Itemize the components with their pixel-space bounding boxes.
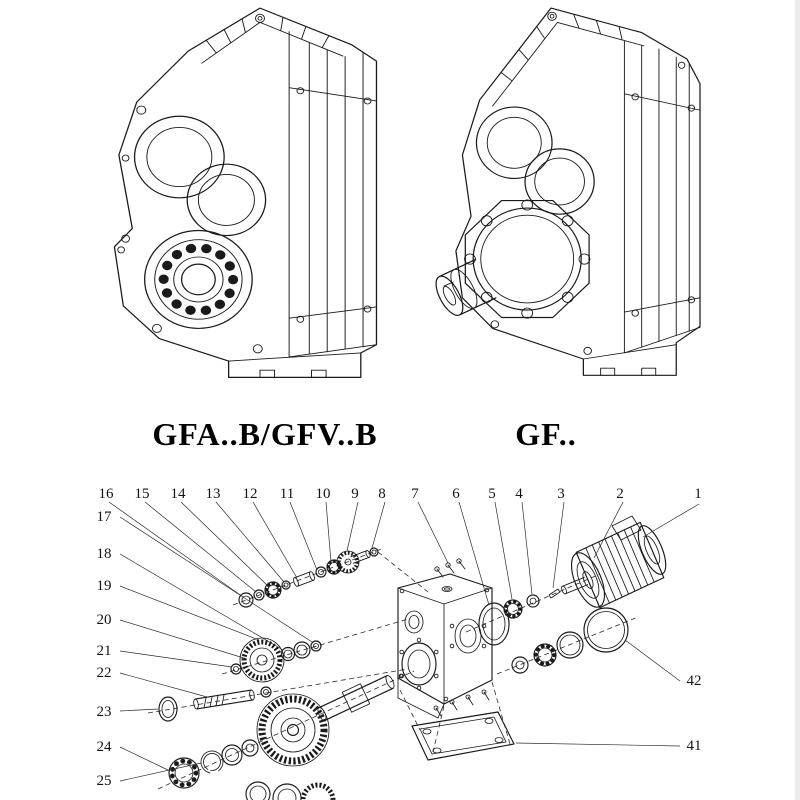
base-feet — [582, 344, 677, 376]
top-ribs — [492, 13, 645, 107]
input-shaft-parts — [238, 547, 379, 608]
corner-bolts — [117, 13, 265, 354]
callout-number: 10 — [316, 486, 331, 502]
input-bores — [475, 106, 595, 215]
callout-number: 3 — [557, 486, 565, 502]
callout-number: 7 — [411, 486, 419, 502]
callout-number: 13 — [206, 486, 221, 502]
page-edge-shadow — [795, 0, 800, 800]
callout-number: 25 — [97, 773, 112, 789]
callout-number: 4 — [515, 486, 523, 502]
pinion-shaft — [158, 686, 272, 722]
callout-number: 41 — [687, 738, 702, 754]
housing-outline — [113, 7, 378, 378]
input-bores — [133, 115, 267, 237]
gearbox-drawing-gf — [435, 7, 701, 376]
callout-number: 2 — [616, 486, 624, 502]
mounting-flange-plate — [411, 689, 515, 761]
callout-number: 6 — [452, 486, 460, 502]
callout-number: 21 — [97, 643, 112, 659]
output-bearing — [143, 229, 253, 329]
cover-screws — [434, 558, 466, 578]
panel-bolts — [296, 87, 372, 323]
output-flange — [464, 199, 591, 319]
callout-number: 19 — [97, 578, 112, 594]
callout-number: 14 — [171, 486, 187, 502]
side-panel-ribs — [623, 40, 701, 354]
exploded-parts-diagram: 16 15 14 13 12 11 10 9 8 7 6 5 4 3 2 1 1… — [97, 486, 702, 800]
assembly-axes — [147, 547, 639, 790]
gasket-and-bearings — [478, 576, 589, 646]
intermediate-gear-set — [230, 637, 322, 683]
housing-outline — [455, 7, 701, 376]
callout-number: 20 — [97, 612, 112, 628]
callout-number: 5 — [488, 486, 496, 502]
callout-number: 16 — [99, 486, 115, 502]
callout-number: 1 — [694, 486, 702, 502]
model-label-right: GF.. — [515, 416, 577, 452]
model-label-left: GFA..B/GFV..B — [152, 416, 377, 452]
output-gear-train — [168, 675, 395, 800]
motor — [570, 515, 667, 609]
callout-number: 18 — [97, 546, 112, 562]
callout-number: 42 — [687, 673, 702, 689]
base-feet — [228, 352, 362, 378]
callout-number: 15 — [135, 486, 150, 502]
gearbox-drawing-gfab-gfv — [113, 7, 378, 378]
callout-number: 12 — [243, 486, 258, 502]
callout-number: 24 — [97, 739, 113, 755]
corner-bolts — [490, 11, 686, 355]
leader-lines — [108, 501, 700, 782]
panel-bolts — [631, 93, 696, 317]
callout-numbers: 16 15 14 13 12 11 10 9 8 7 6 5 4 3 2 1 1… — [97, 486, 702, 789]
side-panel-ribs — [288, 31, 377, 358]
callout-number: 8 — [378, 486, 386, 502]
callout-number: 22 — [97, 665, 112, 681]
callout-number: 23 — [97, 704, 112, 720]
gear-housing — [397, 573, 493, 719]
callout-number: 17 — [97, 509, 113, 525]
output-shaft — [435, 258, 497, 316]
callout-number: 9 — [351, 486, 359, 502]
callout-number: 11 — [280, 486, 294, 502]
output-side-rings — [511, 607, 629, 674]
